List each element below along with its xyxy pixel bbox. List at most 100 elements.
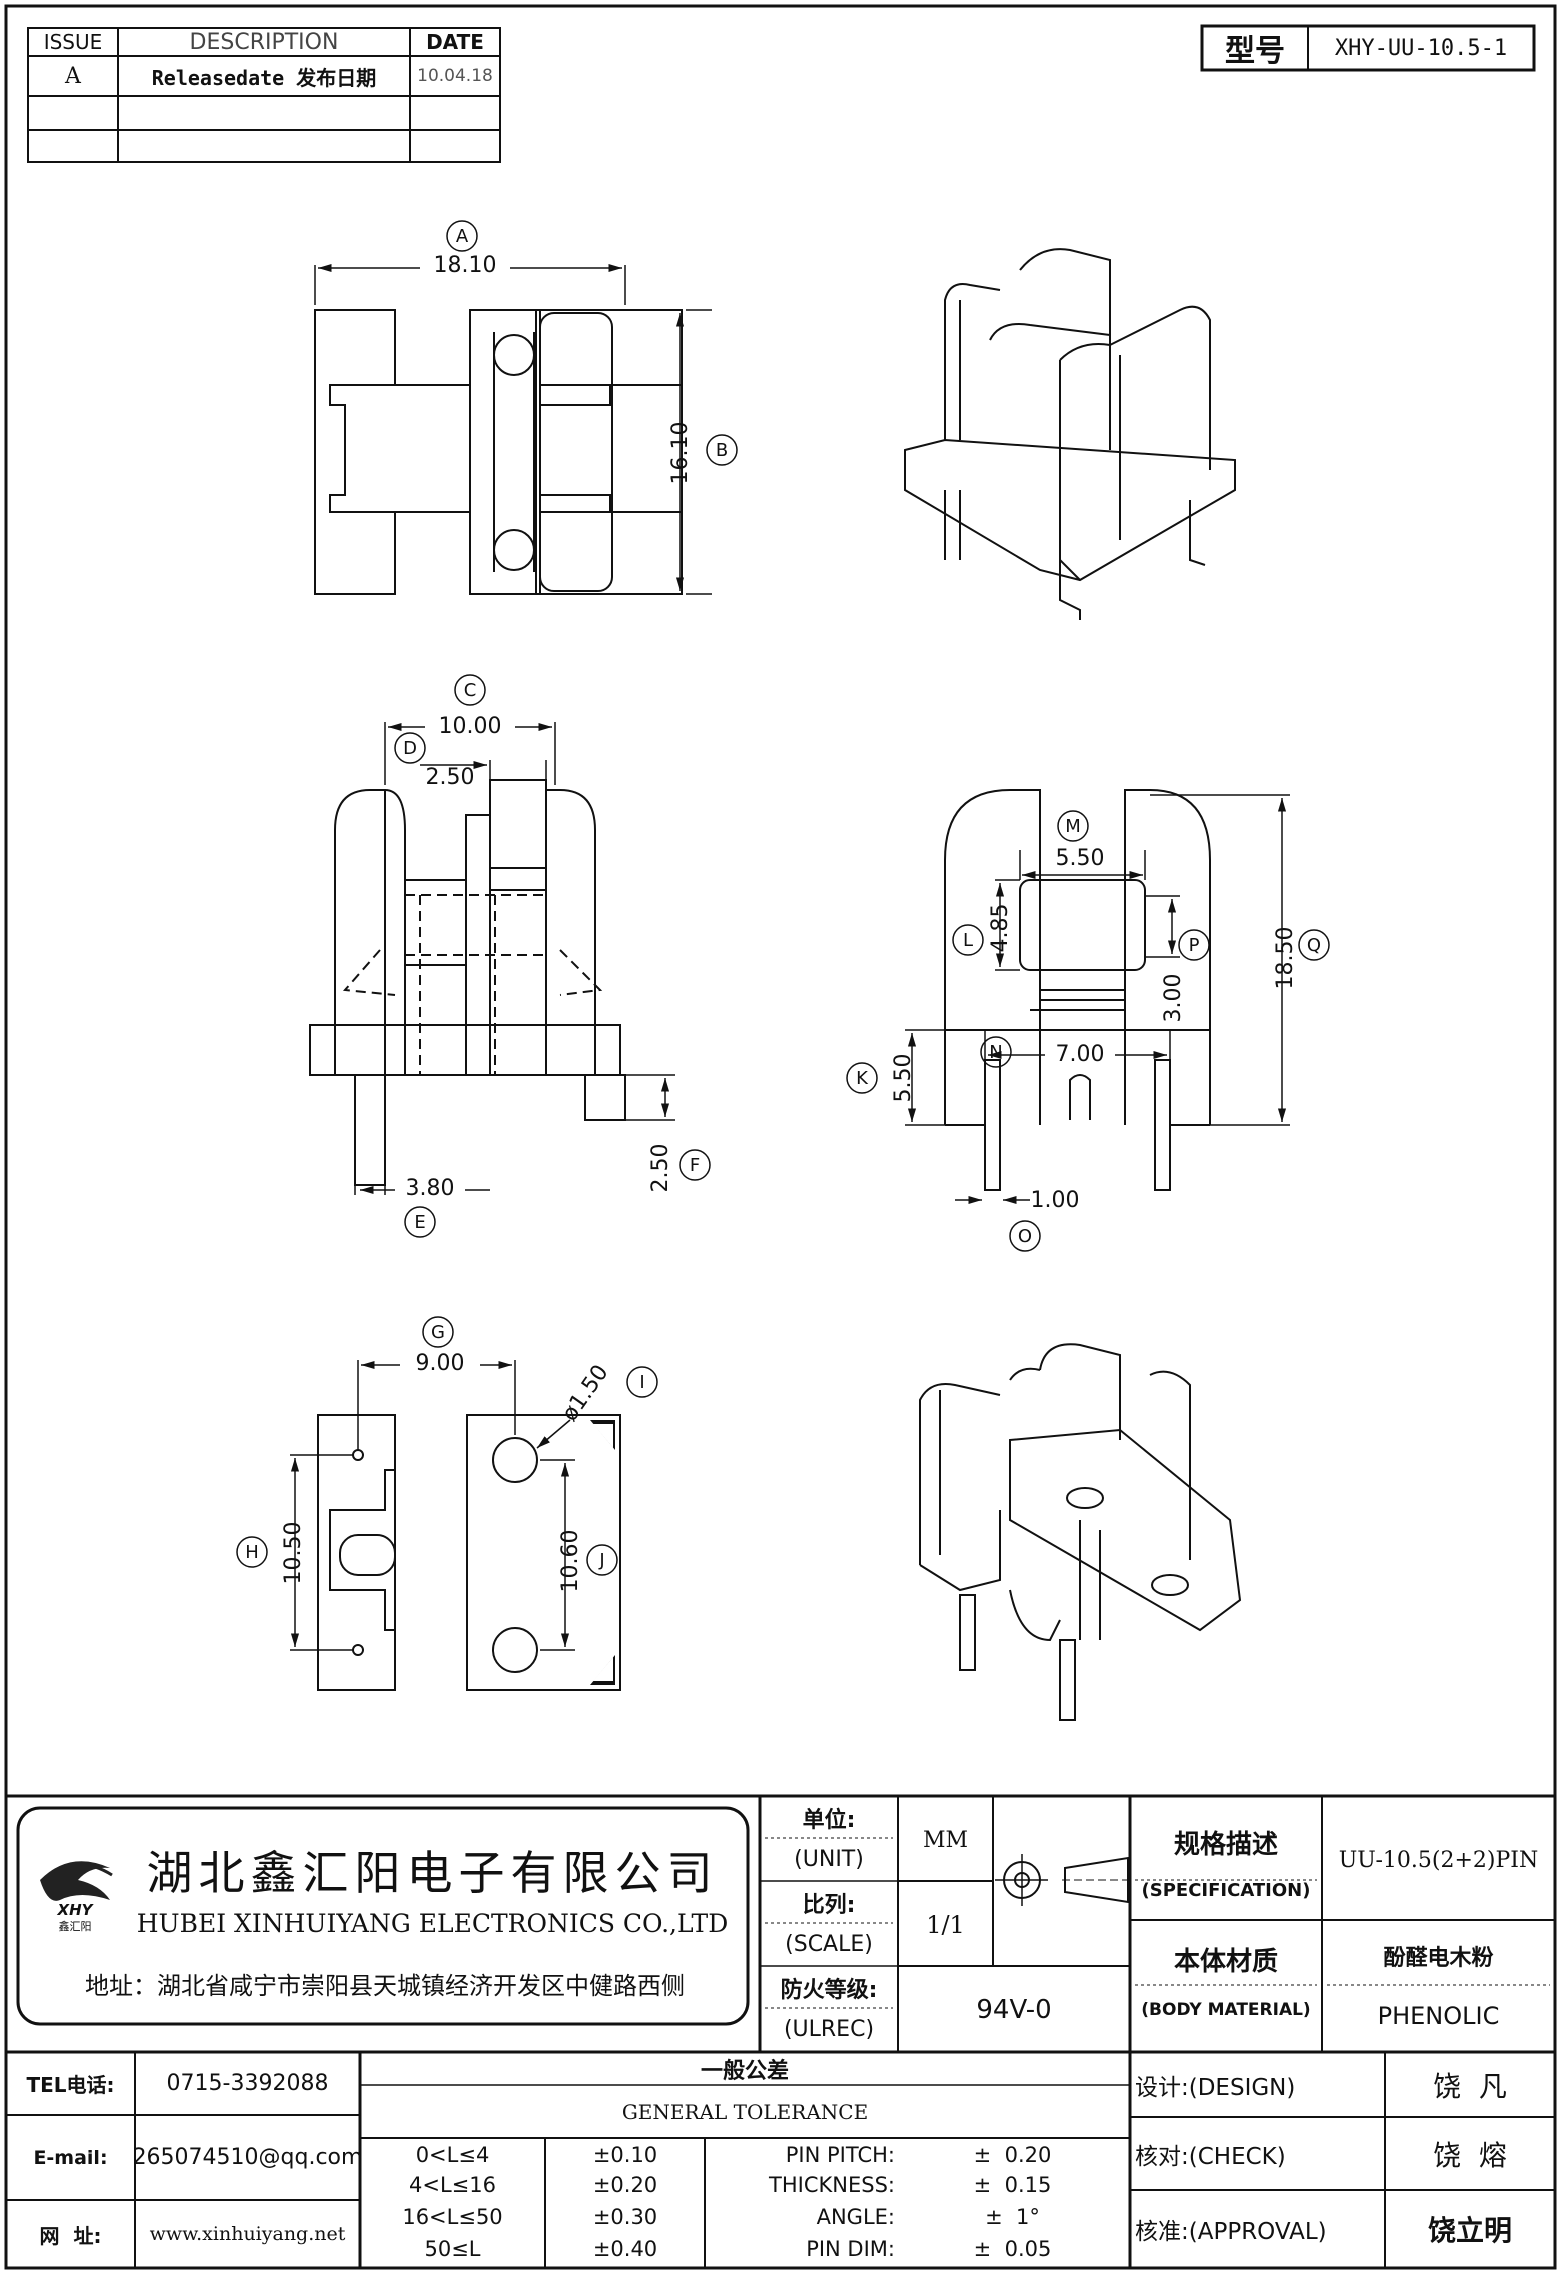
tol-range: 50≤L — [424, 2237, 481, 2261]
rev-row-description: Releasedate 发布日期 — [151, 65, 377, 90]
design-label: 设计:(DESIGN) — [1135, 2074, 1296, 2101]
dim-B-line — [675, 309, 738, 595]
model-value: XHY-UU-10.5-1 — [1334, 35, 1508, 61]
dim-B-letter: B — [715, 439, 729, 461]
dim-B-value: 16.10 — [667, 421, 693, 485]
spec-label-cn: 规格描述 — [1173, 1829, 1278, 1860]
spec-label-en: (SPECIFICATION) — [1141, 1879, 1311, 1901]
company-address: 地址：湖北省咸宁市崇阳县天城镇经济开发区中健路西侧 — [85, 1971, 685, 2000]
dim-K-letter: K — [856, 1067, 868, 1089]
material-label-cn: 本体材质 — [1173, 1946, 1278, 1977]
dim-D-letter: D — [403, 737, 417, 759]
web-label: 网 址: — [39, 2223, 102, 2248]
dim-H-value: 10.50 — [280, 1521, 306, 1585]
model-label: 型号 — [1225, 34, 1285, 69]
tol-item: ANGLE: — [816, 2205, 895, 2229]
top-view-drawing — [314, 309, 683, 595]
dim-E-value: 3.80 — [395, 1175, 465, 1201]
side-view-drawing — [944, 789, 1211, 1191]
dim-M-letter: M — [1065, 815, 1081, 837]
dim-N-letter: N — [989, 1041, 1003, 1063]
dim-I-letter: I — [639, 1371, 645, 1393]
email-label: E-mail: — [33, 2146, 108, 2169]
dim-side-lines — [846, 794, 1330, 1252]
isometric-bottom-drawing — [919, 1343, 1242, 1721]
dim-P-letter: P — [1188, 934, 1200, 956]
dim-A-letter: A — [455, 225, 469, 247]
front-view-drawing — [309, 779, 626, 1186]
tol-range: 4<L≤16 — [409, 2173, 496, 2197]
dim-Q-letter: Q — [1306, 934, 1322, 956]
tol-range: 0<L≤4 — [415, 2143, 490, 2167]
company-name-en: HUBEI XINHUIYANG ELECTRONICS CO.,LTD — [136, 1908, 729, 1938]
dim-A-value: 18.10 — [420, 252, 510, 278]
dim-E-letter: E — [414, 1211, 426, 1233]
design-name: 饶 凡 — [1433, 2069, 1507, 2103]
company-logo — [40, 1861, 113, 1901]
email-value: 265074510@qq.com — [132, 2145, 363, 2170]
dim-N-value: 7.00 — [1045, 1041, 1115, 1067]
tel-value: 0715-3392088 — [166, 2071, 329, 2096]
rev-header-issue: ISSUE — [43, 30, 103, 54]
tol-value: ±0.10 — [592, 2143, 658, 2167]
material-value-cn: 酚醛电木粉 — [1383, 1946, 1494, 1971]
material-value-en: PHENOLIC — [1377, 2002, 1500, 2030]
dim-H-letter: H — [245, 1541, 259, 1563]
tolerance-title-cn: 一般公差 — [700, 2058, 789, 2084]
dim-F-letter: F — [689, 1154, 701, 1176]
tolerance-title-en: GENERAL TOLERANCE — [621, 2099, 869, 2124]
tol-item-value: ± 0.05 — [973, 2237, 1052, 2261]
unit-label-cn: 单位: — [802, 1808, 856, 1833]
company-name-cn: 湖北鑫汇阳电子有限公司 — [146, 1846, 719, 1900]
dim-F-value: 2.50 — [647, 1143, 673, 1193]
tol-item-value: ± 0.20 — [973, 2143, 1052, 2167]
tol-range: 16<L≤50 — [402, 2205, 503, 2229]
check-name: 饶 熔 — [1433, 2138, 1507, 2172]
isometric-top-drawing — [904, 248, 1236, 620]
dim-O-value: 1.00 — [1030, 1187, 1080, 1213]
tel-label: TEL电话: — [26, 2073, 115, 2097]
scale-label-en: (SCALE) — [785, 1931, 873, 1957]
dim-J-value: 10.60 — [557, 1529, 583, 1593]
company-logo-text: XHY — [57, 1901, 93, 1919]
dim-Q-value: 18.50 — [1272, 926, 1298, 990]
model-box — [1200, 24, 1536, 72]
scale-label-cn: 比列: — [802, 1893, 856, 1918]
tol-value: ±0.30 — [592, 2205, 658, 2229]
approval-label: 核准:(APPROVAL) — [1135, 2219, 1327, 2245]
scale-value: 1/1 — [926, 1911, 965, 1939]
check-label: 核对:(CHECK) — [1135, 2143, 1286, 2170]
tol-item: THICKNESS: — [769, 2173, 895, 2197]
title-block-grid — [6, 1794, 1555, 2268]
web-value: www.xinhuiyang.net — [149, 2223, 346, 2245]
tol-item: PIN DIM: — [806, 2237, 895, 2261]
ulrec-label-en: (ULREC) — [783, 2016, 875, 2042]
dim-M-value: 5.50 — [1045, 845, 1115, 871]
dim-C-letter: C — [463, 679, 477, 701]
rev-row-date: 10.04.18 — [417, 66, 493, 86]
tol-item: PIN PITCH: — [785, 2143, 895, 2167]
dim-L-value: 4.85 — [987, 903, 1013, 953]
ulrec-label-cn: 防火等级: — [780, 1978, 878, 2003]
dim-K-value: 5.50 — [890, 1053, 916, 1103]
tol-item-value: ± 1° — [985, 2205, 1040, 2229]
tol-value: ±0.20 — [592, 2173, 658, 2197]
dim-G-letter: G — [431, 1321, 445, 1343]
dim-L-letter: L — [962, 929, 974, 951]
tol-item-value: ± 0.15 — [973, 2173, 1052, 2197]
dim-O-letter: O — [1017, 1225, 1033, 1247]
dim-C-value: 10.00 — [425, 713, 515, 739]
dim-P-value: 3.00 — [1160, 973, 1186, 1023]
approval-name: 饶立明 — [1427, 2214, 1512, 2247]
dim-G-value: 9.00 — [400, 1350, 480, 1376]
bottom-view-drawing — [317, 1414, 621, 1691]
dim-J-letter: J — [599, 1549, 605, 1571]
dim-D-value: 2.50 — [425, 764, 475, 790]
revision-table — [27, 27, 501, 163]
rev-header-description: DESCRIPTION — [189, 29, 339, 55]
unit-value: MM — [922, 1827, 969, 1853]
ulrec-value: 94V-0 — [976, 1995, 1052, 2025]
tol-value: ±0.40 — [592, 2237, 658, 2261]
rev-row-issue: A — [65, 63, 81, 89]
